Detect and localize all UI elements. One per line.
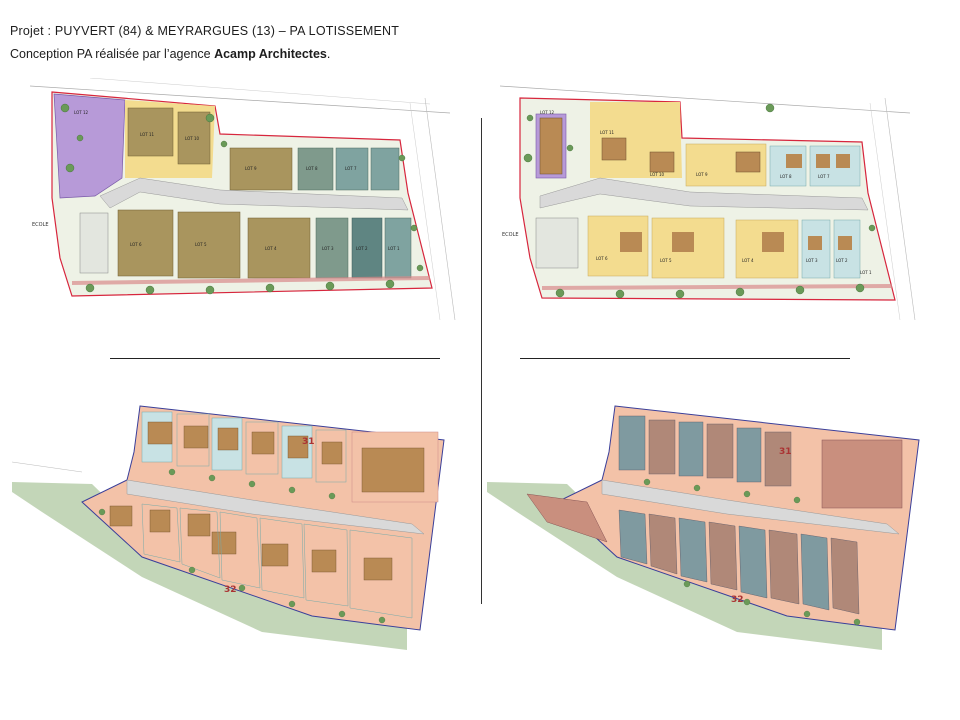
svg-text:LOT 12: LOT 12 [540,110,554,115]
vertical-divider [481,118,482,604]
svg-text:LOT 2: LOT 2 [356,246,368,251]
plan-meyrargues-after: 31 32 [487,392,942,664]
plan-puyvert-before: ECOLE LOT 12 LOT 11 LOT 10 LOT 9 LOT 8 L… [30,78,460,320]
horizontal-divider-left [110,358,440,359]
svg-text:LOT 5: LOT 5 [660,258,672,263]
svg-text:LOT 8: LOT 8 [306,166,318,171]
agency-credit-suffix: . [326,47,331,61]
svg-text:LOT 11: LOT 11 [600,130,614,135]
svg-text:LOT 7: LOT 7 [818,174,830,179]
svg-text:LOT 4: LOT 4 [742,258,754,263]
svg-text:LOT 8: LOT 8 [780,174,792,179]
svg-text:LOT 4: LOT 4 [265,246,277,251]
svg-text:LOT 10: LOT 10 [650,172,664,177]
svg-text:LOT 1: LOT 1 [388,246,400,251]
project-title: Projet : PUYVERT (84) & MEYRARGUES (13) … [10,24,400,38]
agency-name: Acamp Architectes [214,47,327,61]
svg-text:LOT 9: LOT 9 [696,172,708,177]
ecole-label: ECOLE [32,222,49,228]
ecole-label-2: ECOLE [502,232,519,238]
svg-text:LOT 6: LOT 6 [596,256,608,261]
plan-meyrargues-before: 31 32 [12,392,467,664]
svg-text:LOT 2: LOT 2 [836,258,848,263]
horizontal-divider-right [520,358,850,359]
header: Projet : PUYVERT (84) & MEYRARGUES (13) … [10,22,399,64]
svg-text:LOT 7: LOT 7 [345,166,357,171]
svg-text:LOT 5: LOT 5 [195,242,207,247]
agency-credit: Conception PA réalisée par l’agence Acam… [10,44,399,64]
svg-text:LOT 10: LOT 10 [185,136,199,141]
svg-text:LOT 1: LOT 1 [860,270,872,275]
sector-31-b: 31 [779,447,792,457]
svg-text:LOT 3: LOT 3 [322,246,334,251]
svg-text:LOT 9: LOT 9 [245,166,257,171]
plan-puyvert-after: ECOLE LOT 12 LOT 11 LOT 10 LOT 9 LOT 8 L… [500,78,920,320]
sector-31: 31 [302,437,315,447]
agency-credit-prefix: Conception PA réalisée par l’agence [10,47,215,61]
svg-text:LOT 3: LOT 3 [806,258,818,263]
svg-text:LOT 12: LOT 12 [74,110,88,115]
svg-text:LOT 6: LOT 6 [130,242,142,247]
svg-text:LOT 11: LOT 11 [140,132,154,137]
sector-32-b: 32 [731,595,744,605]
sector-32: 32 [224,585,237,595]
